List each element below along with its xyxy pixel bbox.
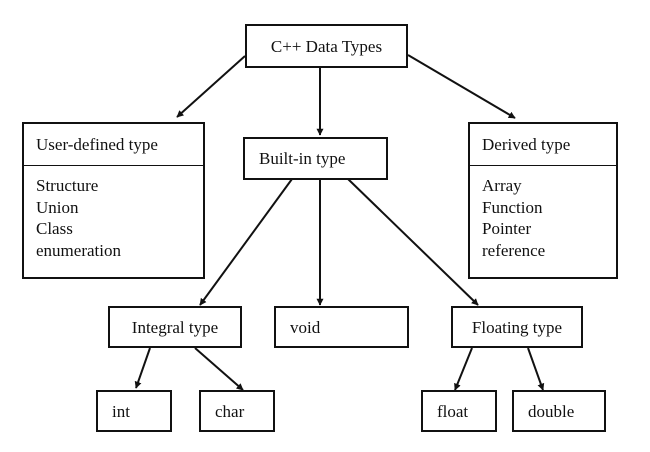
node-built-in-type: Built-in type <box>243 137 388 180</box>
node-void: void <box>274 306 409 348</box>
derived-type-label: Derived type <box>482 135 571 154</box>
user-defined-item-enumeration: enumeration <box>36 240 121 260</box>
float-label: float <box>437 401 469 421</box>
arrow-root-to-derived <box>407 54 516 119</box>
integral-type-label: Integral type <box>131 317 219 337</box>
node-int: int <box>96 390 172 432</box>
derived-item-function: Function <box>482 197 543 217</box>
node-char: char <box>199 390 275 432</box>
node-double: double <box>512 390 606 432</box>
node-derived-type: Derived type Array Function Pointer refe… <box>468 122 618 279</box>
arrow-integral-to-int <box>134 347 151 389</box>
arrow-built-in-to-floating <box>347 178 479 306</box>
floating-type-label: Floating type <box>471 317 563 337</box>
node-cpp-data-types: C++ Data Types <box>245 24 408 68</box>
user-defined-type-header: User-defined type <box>24 124 203 166</box>
built-in-type-label: Built-in type <box>259 149 346 168</box>
derived-item-pointer: Pointer <box>482 219 532 238</box>
arrow-built-in-to-integral <box>199 178 293 306</box>
node-cpp-data-types-label: C++ Data Types <box>270 36 383 56</box>
derived-type-header: Derived type <box>470 124 616 166</box>
int-label: int <box>112 401 130 421</box>
user-defined-item-union: Union <box>36 197 79 217</box>
void-label: void <box>290 317 321 337</box>
derived-item-array: Array <box>482 176 522 195</box>
derived-item-reference: reference <box>482 240 546 260</box>
arrow-floating-to-float <box>454 347 473 391</box>
arrow-root-to-user-defined <box>176 55 246 118</box>
node-float: float <box>421 390 497 432</box>
derived-type-items: Array Function Pointer reference <box>470 166 616 261</box>
double-label: double <box>528 401 575 421</box>
node-user-defined-type: User-defined type Structure Union Class … <box>22 122 205 279</box>
user-defined-item-structure: Structure <box>36 176 99 195</box>
char-label: char <box>215 401 245 421</box>
user-defined-item-class: Class <box>36 219 73 238</box>
node-floating-type: Floating type <box>451 306 583 348</box>
user-defined-type-items: Structure Union Class enumeration <box>24 166 203 261</box>
user-defined-type-label: User-defined type <box>36 135 158 154</box>
arrow-integral-to-char <box>194 347 244 391</box>
node-integral-type: Integral type <box>108 306 242 348</box>
arrow-floating-to-double <box>527 347 545 391</box>
